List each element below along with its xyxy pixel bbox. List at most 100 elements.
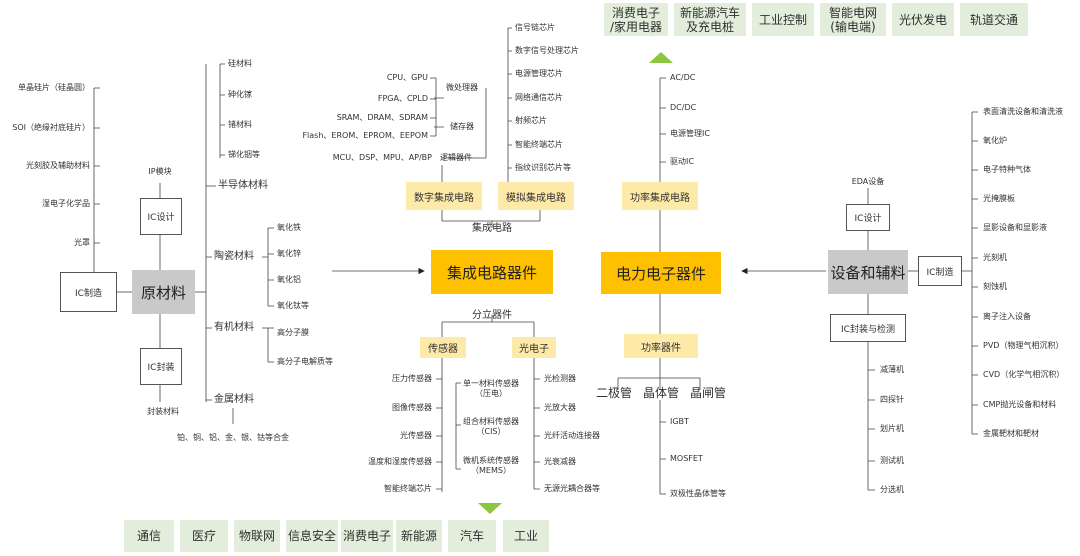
- ceramic-item-1: 氧化锌: [277, 249, 301, 258]
- pkg-item-3: 测试机: [880, 456, 904, 465]
- pic-item-3: 驱动IC: [670, 157, 694, 166]
- storage-item-0: SRAM、DRAM、SDRAM: [336, 113, 428, 122]
- power-device-box: 功率器件: [624, 334, 698, 358]
- semi-item-2: 锗材料: [228, 120, 252, 129]
- mfg-material-4: 光罩: [74, 238, 90, 247]
- discrete-label: 分立器件: [472, 310, 512, 321]
- top-app-grid: 智能电网 (输电端): [820, 3, 886, 36]
- right-ic-manufacture-box: IC制造: [918, 256, 962, 286]
- analog-item-0: 信号链芯片: [515, 23, 555, 32]
- ceramic-item-2: 氧化铝: [277, 275, 301, 284]
- ceramic-material-label: 陶瓷材料: [214, 251, 254, 262]
- sensor-item-1: 图像传感器: [392, 403, 432, 412]
- optical-item-1: 光放大器: [544, 403, 576, 412]
- organic-item-0: 高分子膜: [277, 328, 309, 337]
- sensor-item-0: 压力传感器: [392, 374, 432, 383]
- mfg-equip-0: 表面清洗设备和清洗液: [983, 107, 1063, 116]
- ceramic-item-3: 氧化钛等: [277, 301, 309, 310]
- mfg-equip-2: 电子特种气体: [983, 165, 1031, 174]
- transistor-item-0: IGBT: [670, 417, 689, 426]
- mfg-equip-6: 刻蚀机: [983, 282, 1007, 291]
- transistor-item-1: MOSFET: [670, 454, 703, 463]
- transistor-item-2: 双极性晶体管等: [670, 489, 726, 498]
- sensor-item-4: 智能终端芯片: [384, 484, 432, 493]
- digital-ic-box: 数字集成电路: [406, 182, 482, 210]
- mfg-material-1: SOI（绝缘衬底硅片）: [12, 123, 90, 132]
- bottom-app-5: 新能源: [396, 520, 442, 552]
- analog-item-1: 数字信号处理芯片: [515, 46, 579, 55]
- down-arrow-triangle: [478, 503, 502, 514]
- pic-item-0: AC/DC: [670, 73, 696, 82]
- equipment-box: 设备和辅料: [828, 250, 908, 294]
- analog-item-2: 电源管理芯片: [515, 69, 563, 78]
- bottom-app-4: 消费电子: [341, 520, 393, 552]
- optical-item-3: 光衰减器: [544, 457, 576, 466]
- mfg-equip-3: 光掩膜板: [983, 194, 1015, 203]
- analog-ic-box: 模拟集成电路: [498, 182, 574, 210]
- ceramic-item-0: 氧化铁: [277, 223, 301, 232]
- semi-material-label: 半导体材料: [218, 180, 268, 191]
- micro-item-1: FPGA、CPLD: [377, 94, 428, 103]
- logic-item: MCU、DSP、MPU、AP/BP: [332, 153, 432, 162]
- organic-material-label: 有机材料: [214, 322, 254, 333]
- analog-item-6: 指纹识别芯片等: [515, 163, 571, 172]
- raw-materials-box: 原材料: [132, 270, 195, 314]
- top-app-consumer: 消费电子 /家用电器: [604, 3, 668, 36]
- microprocessor-label: 微处理器: [446, 83, 478, 92]
- package-material-label: 封装材料: [147, 407, 179, 416]
- left-ic-design-box: IC设计: [140, 198, 182, 235]
- optical-item-0: 光检测器: [544, 374, 576, 383]
- metal-item-0: 铂、铜、铝、金、银、钴等合金: [177, 433, 289, 442]
- top-app-pv: 光伏发电: [892, 3, 954, 36]
- ic-label: 集成电路: [472, 223, 512, 234]
- metal-material-label: 金属材料: [214, 394, 254, 405]
- ip-module-label: IP模块: [148, 167, 172, 176]
- semi-item-1: 砷化镓: [228, 90, 252, 99]
- pic-item-2: 电源管理IC: [670, 129, 710, 138]
- mfg-equip-7: 离子注入设备: [983, 312, 1031, 321]
- sensor-type-2: 微机系统传感器 （MEMS）: [463, 456, 519, 475]
- storage-label: 储存器: [450, 122, 474, 131]
- pkg-item-4: 分选机: [880, 485, 904, 494]
- left-ic-manufacture-box: IC制造: [60, 272, 117, 312]
- bottom-app-0: 通信: [124, 520, 174, 552]
- micro-item-0: CPU、GPU: [386, 73, 428, 82]
- mfg-equip-8: PVD（物理气相沉积）: [983, 341, 1064, 350]
- sensor-item-2: 光传感器: [400, 431, 432, 440]
- pkg-item-1: 四探针: [880, 395, 904, 404]
- bottom-app-6: 汽车: [448, 520, 496, 552]
- bottom-app-1: 医疗: [180, 520, 228, 552]
- power-ic-box: 功率集成电路: [622, 182, 698, 210]
- mfg-equip-11: 金属靶材和靶材: [983, 429, 1039, 438]
- analog-item-3: 网络通信芯片: [515, 93, 563, 102]
- sensor-type-0: 单一材料传感器 （压电）: [463, 379, 519, 398]
- mfg-equip-9: CVD（化学气相沉积）: [983, 370, 1065, 379]
- storage-item-1: Flash、EROM、EPROM、EEPOM: [302, 131, 428, 140]
- mfg-equip-4: 显影设备和显影液: [983, 223, 1047, 232]
- diode-label: 二极管: [595, 386, 633, 400]
- bottom-app-3: 信息安全: [286, 520, 338, 552]
- semi-item-3: 锑化铟等: [228, 150, 260, 159]
- analog-item-5: 智能终端芯片: [515, 140, 563, 149]
- sensor-type-1: 组合材料传感器 （CIS）: [463, 417, 519, 436]
- left-ic-package-box: IC封装: [140, 348, 182, 385]
- pkg-item-0: 减薄机: [880, 365, 904, 374]
- right-ic-package-box: IC封装与检测: [830, 314, 906, 342]
- bottom-app-7: 工业: [503, 520, 549, 552]
- top-app-industrial: 工业控制: [752, 3, 814, 36]
- mfg-equip-5: 光刻机: [983, 253, 1007, 262]
- optical-item-2: 光纤活动连接器: [544, 431, 600, 440]
- mfg-equip-10: CMP抛光设备和材料: [983, 400, 1057, 409]
- top-app-ev: 新能源汽车 及充电桩: [674, 3, 746, 36]
- organic-item-1: 高分子电解质等: [277, 357, 333, 366]
- right-ic-design-box: IC设计: [846, 204, 890, 231]
- top-app-rail: 轨道交通: [960, 3, 1028, 36]
- optical-box: 光电子: [512, 337, 556, 358]
- mfg-equip-1: 氧化炉: [983, 136, 1007, 145]
- pic-item-1: DC/DC: [670, 103, 697, 112]
- semi-item-0: 硅材料: [228, 59, 252, 68]
- mfg-material-0: 单晶硅片（硅晶圆）: [18, 83, 90, 92]
- logic-label: 逻辑器件: [440, 153, 472, 162]
